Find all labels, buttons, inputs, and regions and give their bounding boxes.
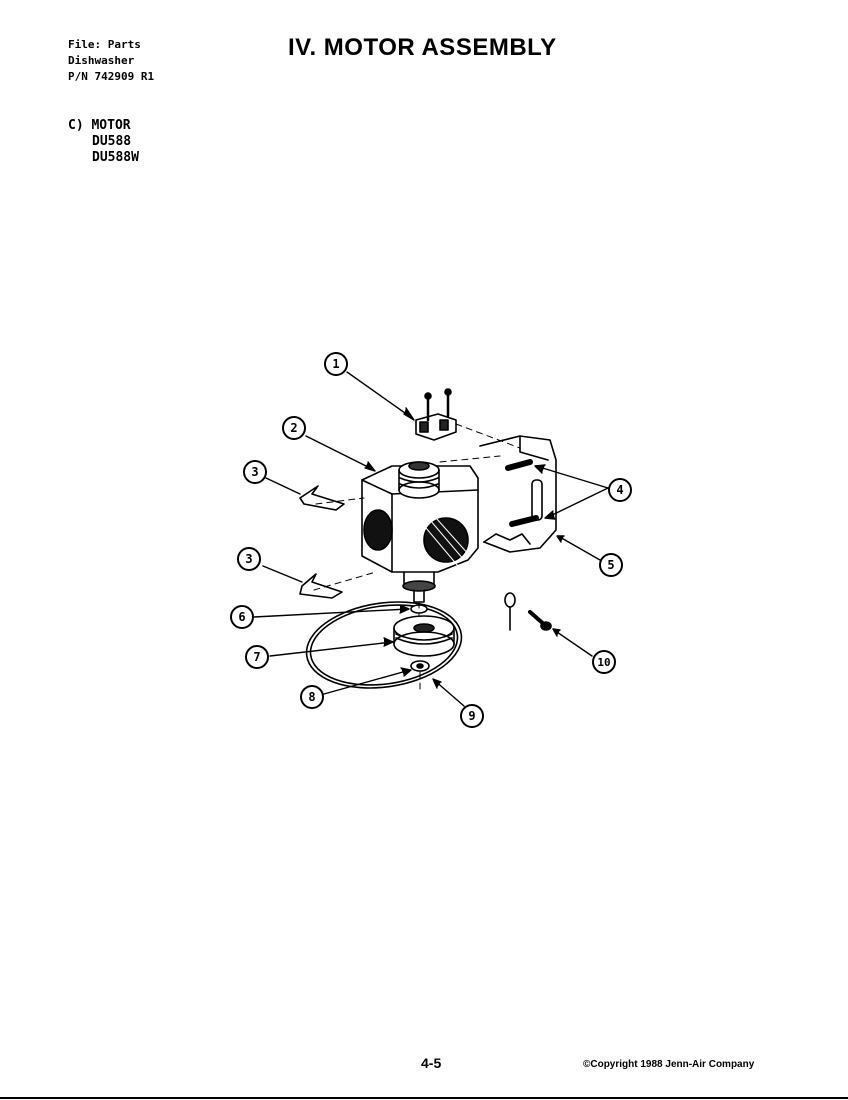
motor-pulley: [393, 615, 455, 657]
bottom-rule: [0, 1097, 848, 1099]
section-heading: C) MOTOR: [68, 118, 131, 133]
callout-2: 2: [290, 421, 297, 435]
callout-1: 1: [332, 357, 339, 371]
callout-9: 9: [468, 709, 475, 723]
page-number: 4-5: [421, 1055, 442, 1071]
callout-10: 10: [597, 656, 610, 669]
callout-3: 3: [251, 465, 258, 479]
callout-6: 6: [238, 610, 245, 624]
callout-3: 3: [245, 552, 252, 566]
mounting-screws: [505, 459, 539, 527]
mounting-bracket: [479, 435, 557, 553]
product-label: Dishwasher: [68, 54, 135, 67]
eyelet-plug: [504, 592, 552, 631]
file-label: File: Parts: [68, 38, 141, 51]
terminal-block: [415, 388, 457, 441]
motor-housing: [361, 461, 479, 603]
part-number-label: P/N 742909 R1: [68, 70, 155, 83]
callout-8: 8: [308, 690, 315, 704]
model-number: DU588W: [92, 150, 139, 165]
model-number: DU588: [92, 134, 132, 149]
motor-clip: [299, 485, 345, 599]
page-title: IV. MOTOR ASSEMBLY: [288, 34, 557, 61]
callout-4: 4: [616, 483, 623, 497]
callout-5: 5: [607, 558, 614, 572]
copyright-notice: ©Copyright 1988 Jenn-Air Company: [583, 1059, 755, 1070]
callout-7: 7: [253, 650, 260, 664]
drive-belt: [305, 601, 463, 689]
